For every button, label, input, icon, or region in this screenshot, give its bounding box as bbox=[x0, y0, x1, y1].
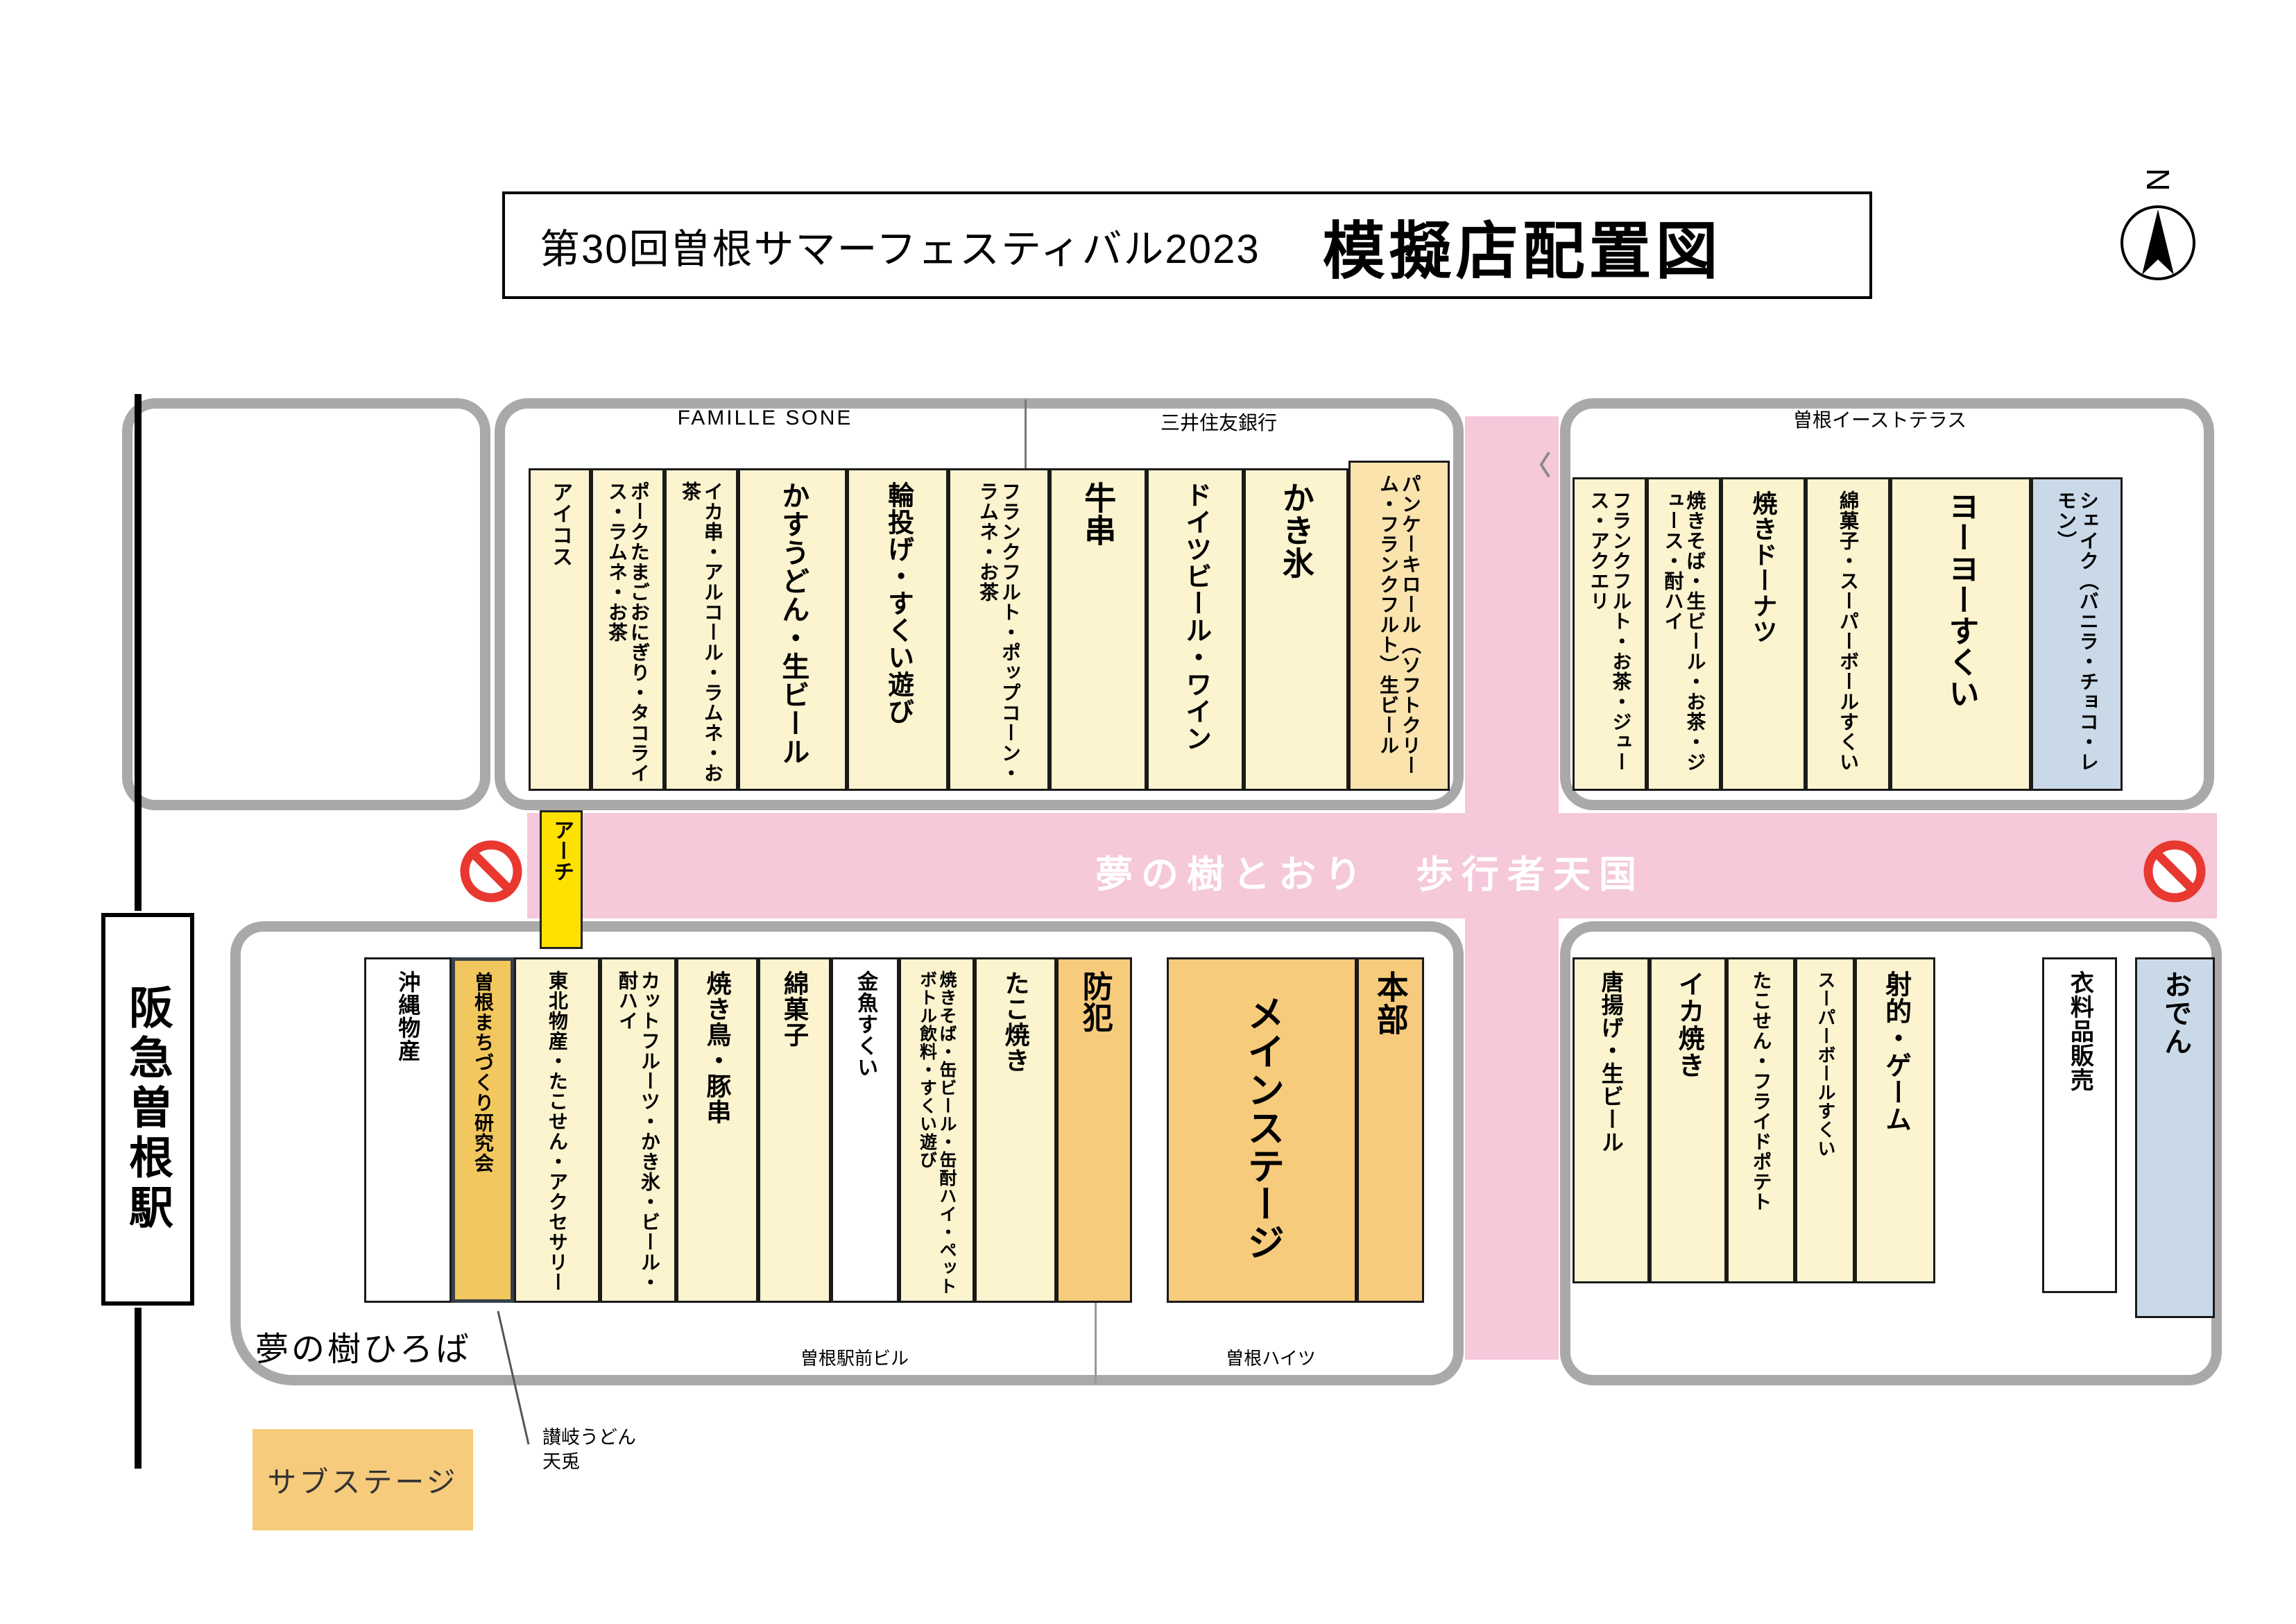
pedestrian-road-horizontal bbox=[527, 813, 2217, 918]
stall-top-center-1: アイコス bbox=[529, 468, 591, 791]
stall-bottom-left-10: 防犯 bbox=[1056, 957, 1132, 1303]
stall-bottom-left-8: 焼きそば・缶ビール・缶酎ハイ・ペットボトル飲料・すくい遊び bbox=[899, 957, 975, 1303]
event-title: 第30回曽根サマーフェスティバル2023 bbox=[540, 226, 1260, 272]
station-name: 阪急曽根駅 bbox=[123, 984, 173, 1234]
stall-bottom-left-5: 焼き鳥・豚串 bbox=[676, 957, 758, 1303]
compass-rose-icon bbox=[2121, 205, 2195, 280]
stall-oden: おでん bbox=[2135, 957, 2215, 1318]
stall-top-center-4: かすうどん・生ビール bbox=[738, 468, 847, 791]
railway-line-upper bbox=[135, 394, 142, 911]
label-station-building: 曽根駅前ビル bbox=[800, 1348, 909, 1369]
stall-top-center-2: ポークたまごおにぎり・タコライス・ラムネ・お茶 bbox=[591, 468, 665, 791]
stall-top-right-4: 綿菓子・スーパーボールすくい bbox=[1806, 477, 1890, 791]
stall-top-right-3: 焼きドーナツ bbox=[1721, 477, 1806, 791]
label-east-terrace: 曽根イーストテラス bbox=[1792, 409, 1967, 431]
arch-marker: アーチ bbox=[540, 810, 583, 949]
label-sone-heights: 曽根ハイツ bbox=[1226, 1348, 1316, 1369]
road-name-label: 夢の樹とおり 歩行者天国 bbox=[1095, 854, 1645, 896]
block-top-left bbox=[122, 398, 490, 810]
stall-bottom-left-4: カットフルーツ・かき氷・ビール・酎ハイ bbox=[600, 957, 676, 1303]
stall-bottom-left-2: 曽根まちづくり研究会 bbox=[452, 957, 514, 1303]
stall-bottom-right-1: 唐揚げ・生ビール bbox=[1573, 957, 1650, 1283]
stall-top-right-5: ヨーヨーすくい bbox=[1890, 477, 2031, 791]
stall-bottom-left-1: 沖縄物産 bbox=[364, 957, 452, 1303]
arch-label: アーチ bbox=[550, 819, 573, 882]
stall-bottom-left-3: 東北物産・たこせん・アクセサリー bbox=[514, 957, 600, 1303]
stall-bottom-right-4: スーパーボールすくい bbox=[1795, 957, 1855, 1283]
stall-top-center-7: 牛串 bbox=[1050, 468, 1147, 791]
stall-bottom-left-9: たこ焼き bbox=[975, 957, 1056, 1303]
road-direction-mark: 〈 bbox=[1525, 452, 1552, 481]
label-yumenoki-plaza: 夢の樹ひろば bbox=[255, 1331, 472, 1368]
stall-headquarters: 本部 bbox=[1357, 957, 1424, 1303]
label-sanuki-udon: 讃岐うどん 天兎 bbox=[542, 1427, 636, 1473]
stall-bottom-right-2: イカ焼き bbox=[1650, 957, 1727, 1283]
no-entry-icon bbox=[2143, 840, 2206, 903]
no-entry-icon bbox=[460, 840, 522, 903]
udon-pointer-line bbox=[497, 1310, 530, 1445]
block-divider-line bbox=[1025, 400, 1027, 468]
stall-clothing: 衣料品販売 bbox=[2042, 957, 2117, 1293]
stall-bottom-left-6: 綿菓子 bbox=[758, 957, 831, 1303]
stall-top-center-5: 輪投げ・すくい遊び bbox=[847, 468, 948, 791]
stall-top-center-6: フランクフルト・ポップコーン・ラムネ・お茶 bbox=[948, 468, 1050, 791]
compass-north-label: N bbox=[2140, 168, 2176, 191]
stall-bottom-left-7: 金魚すくい bbox=[831, 957, 899, 1303]
label-famille-sone: FAMILLE SONE bbox=[677, 407, 853, 429]
stall-main-stage: メインステージ bbox=[1167, 957, 1357, 1303]
compass: N bbox=[2113, 161, 2203, 288]
map-title: 模擬店配置図 bbox=[1322, 216, 1722, 287]
stall-bottom-right-3: たこせん・フライドポテト bbox=[1727, 957, 1795, 1283]
stall-top-center-8: ドイツビール・ワイン bbox=[1147, 468, 1244, 791]
stall-top-center-10: パンケーキロール（ソフトクリーム・フランクフルト）生ビール bbox=[1348, 461, 1450, 791]
stall-top-right-2: 焼きそば・生ビール・お茶・ジュース・酎ハイ bbox=[1647, 477, 1721, 791]
title-box: 第30回曽根サマーフェスティバル2023 模擬店配置図 bbox=[502, 191, 1872, 299]
building-divider-line bbox=[1095, 1303, 1097, 1384]
station-hankyu-sone: 阪急曽根駅 bbox=[101, 913, 194, 1306]
stall-top-center-3: イカ串・アルコール・ラムネ・お茶 bbox=[665, 468, 738, 791]
stall-top-center-9: かき氷 bbox=[1244, 468, 1348, 791]
label-bank: 三井住友銀行 bbox=[1160, 412, 1277, 434]
sub-stage: サブステージ bbox=[252, 1429, 473, 1530]
railway-line-lower bbox=[135, 1308, 142, 1469]
stall-top-right-6: シェイク（バニラ・チョコ・レモン） bbox=[2031, 477, 2123, 791]
stall-top-right-1: フランクフルト・お茶・ジュース・アクエリ bbox=[1573, 477, 1647, 791]
stall-bottom-right-5: 射的・ゲーム bbox=[1855, 957, 1935, 1283]
